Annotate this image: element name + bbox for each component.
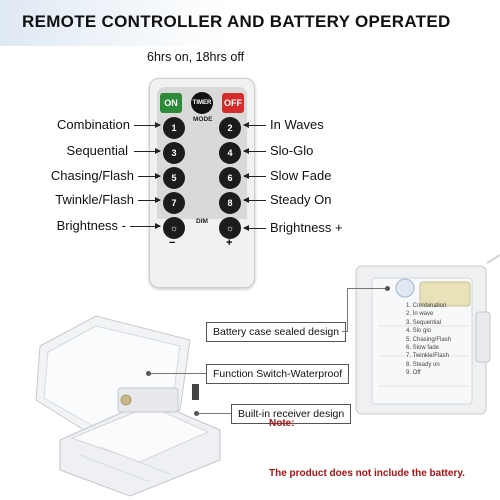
timer-note: 6hrs on, 18hrs off <box>147 50 245 64</box>
on-button[interactable]: ON <box>160 93 182 113</box>
arrow <box>134 148 161 154</box>
sticker-line: 8. Steady on <box>406 361 440 368</box>
mode-label-2: In Waves <box>270 117 324 132</box>
mode-button-8[interactable]: 8 <box>219 192 241 214</box>
callout-line <box>342 331 348 332</box>
mode-button-6[interactable]: 6 <box>219 167 241 189</box>
mode-button-7[interactable]: 7 <box>163 192 185 214</box>
mode-label: MODE <box>193 116 213 123</box>
brightness-plus-label: Brightness + <box>270 220 343 235</box>
header-banner: REMOTE CONTROLLER AND BATTERY OPERATED <box>0 0 500 46</box>
brightness-minus-label: Brightness - <box>56 218 126 233</box>
mode-button-4[interactable]: 4 <box>219 142 241 164</box>
arrow <box>138 173 161 179</box>
off-button[interactable]: OFF <box>222 93 244 113</box>
sealed-battery-case <box>355 254 500 415</box>
mode-label-5: Chasing/Flash <box>50 168 134 183</box>
callout-line <box>198 413 231 414</box>
mode-label-8: Steady On <box>270 192 332 207</box>
off-label: OFF <box>224 98 242 108</box>
mode-label-7: Twinkle/Flash <box>55 192 134 207</box>
mode-label-3: Sequential <box>66 143 128 158</box>
sun-icon: ☼ <box>225 223 235 233</box>
dim-label: DIM <box>196 218 208 225</box>
mode-label-1: Combination <box>57 117 130 132</box>
sticker-line: 1. Combination <box>406 303 447 309</box>
sun-icon: ☼ <box>169 223 179 233</box>
arrow <box>130 223 161 229</box>
timer-label: TIMER <box>192 100 212 106</box>
brightness-up-button[interactable]: ☼ <box>219 217 241 239</box>
sticker-line: 7. Twinkle/Flash <box>406 353 449 360</box>
mode-label-6: Slow Fade <box>270 168 332 183</box>
mode-button-3[interactable]: 3 <box>163 142 185 164</box>
brightness-down-button[interactable]: ☼ <box>163 217 185 239</box>
sticker-line: 5. Chasing/Flash <box>406 336 452 343</box>
mode-label-4: Slo-Glo <box>270 143 314 158</box>
mode-button-5[interactable]: 5 <box>163 167 185 189</box>
callout-line <box>347 288 387 289</box>
callout-line <box>150 373 206 374</box>
callout-line <box>347 288 348 332</box>
sticker-line: 3. Sequential <box>406 319 442 326</box>
mode-button-2[interactable]: 2 <box>219 117 241 139</box>
minus-sign: − <box>169 237 176 249</box>
sticker-line: 4. Slo glo <box>406 328 432 335</box>
mode-sticker: 1. Combination 2. In wave 3. Sequential … <box>406 302 451 378</box>
callout-sealed: Battery case sealed design <box>206 322 347 342</box>
remote-controller: ON TIMER OFF MODE 1 2 3 4 5 6 7 8 DIM ☼ … <box>149 78 255 288</box>
callout-switch: Function Switch-Waterproof <box>206 364 350 384</box>
sticker-line: 2. In wave <box>406 311 434 318</box>
sticker-line: 9. Off <box>406 370 421 377</box>
callout-dot <box>146 371 151 376</box>
arrow <box>243 225 266 231</box>
timer-button[interactable]: TIMER <box>191 92 213 114</box>
note-title: Note: <box>269 418 295 429</box>
on-label: ON <box>164 98 178 108</box>
arrow <box>243 148 266 154</box>
arrow <box>138 197 161 203</box>
banner-title: REMOTE CONTROLLER AND BATTERY OPERATED <box>22 12 451 31</box>
callout-dot <box>385 286 390 291</box>
sticker-line: 6. Slow fade <box>406 345 440 352</box>
callout-dot <box>194 411 199 416</box>
arrow <box>243 173 266 179</box>
arrow <box>243 197 266 203</box>
open-battery-case <box>35 315 221 497</box>
mode-button-1[interactable]: 1 <box>163 117 185 139</box>
note-text: The product does not include the battery… <box>269 468 465 479</box>
callout-receiver: Built-in receiver design <box>231 404 352 424</box>
plus-sign: + <box>226 237 233 249</box>
arrow <box>134 122 161 128</box>
arrow <box>243 122 266 128</box>
